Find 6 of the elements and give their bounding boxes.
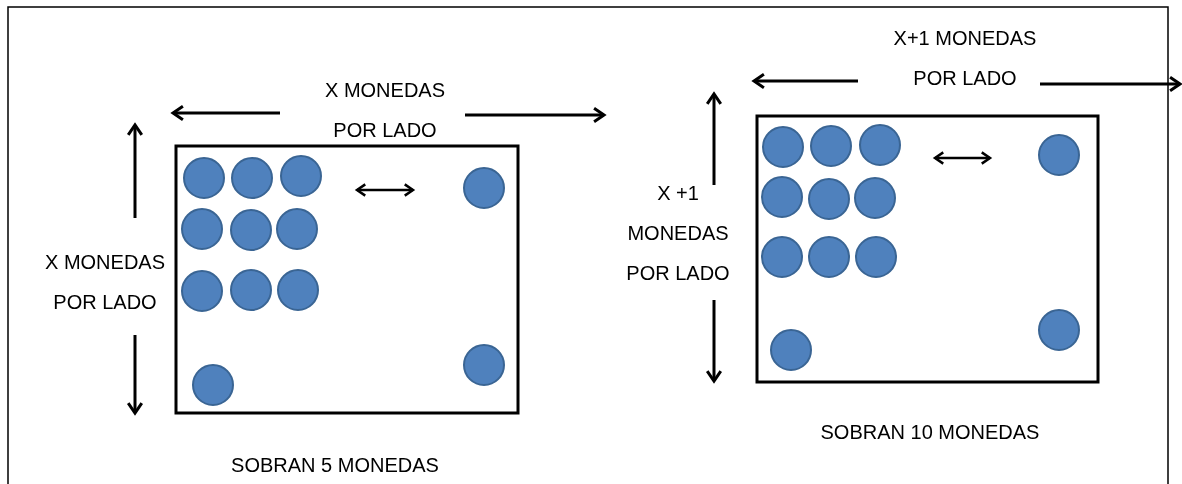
dimension-label: X MONEDAS POR LADO [324,78,446,143]
dimension-label: X+1 MONEDAS POR LADO [892,26,1038,91]
dimension-label: SOBRAN 10 MONEDAS [819,420,1041,445]
dimension-label: X +1 MONEDAS POR LADO [625,181,731,286]
dimension-label: X MONEDAS POR LADO [44,250,166,315]
dimension-label: SOBRAN 5 MONEDAS [230,453,440,478]
